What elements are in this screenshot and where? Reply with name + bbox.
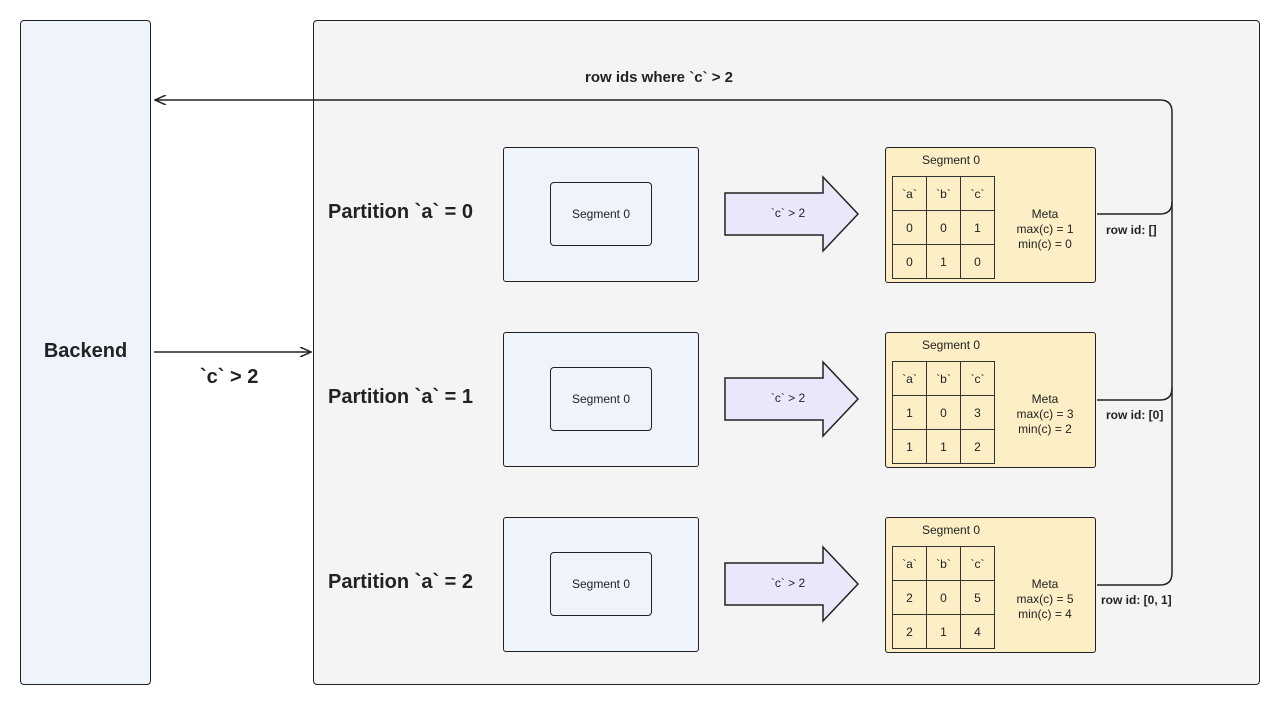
partition-segment-label: Segment 0 xyxy=(571,392,631,406)
table-cell: 1 xyxy=(892,395,927,430)
meta-min: min(c) = 2 xyxy=(1018,422,1072,436)
table-cell: 2 xyxy=(960,429,995,464)
meta-text: Meta max(c) = 3 min(c) = 2 xyxy=(1006,392,1084,437)
table-cell: 1 xyxy=(960,210,995,245)
table-cell: 4 xyxy=(960,614,995,649)
table-header-cell: `b` xyxy=(926,546,961,581)
table-header-cell: `b` xyxy=(926,361,961,396)
row-ids-label: row id: [0, 1] xyxy=(1101,593,1172,607)
segment-title: Segment 0 xyxy=(922,153,981,167)
partition-segment-box: Segment 0 xyxy=(550,367,652,431)
table-header-cell: `a` xyxy=(892,546,927,581)
meta-title: Meta xyxy=(1031,577,1059,591)
table-cell: 1 xyxy=(926,614,961,649)
partition-segment-label: Segment 0 xyxy=(571,577,631,591)
table-header-cell: `b` xyxy=(926,176,961,211)
partition-label: Partition `a` = 2 xyxy=(328,571,474,593)
meta-max: max(c) = 5 xyxy=(1016,592,1074,606)
table-cell: 0 xyxy=(926,580,961,615)
table-header-cell: `a` xyxy=(892,176,927,211)
table-header-cell: `c` xyxy=(960,176,995,211)
table-header-cell: `c` xyxy=(960,546,995,581)
table-cell: 5 xyxy=(960,580,995,615)
collector-line-0 xyxy=(1097,201,1173,215)
table-cell: 2 xyxy=(892,614,927,649)
partition-segment-label: Segment 0 xyxy=(571,207,631,221)
filter-arrow-icon xyxy=(724,360,860,438)
meta-text: Meta max(c) = 1 min(c) = 0 xyxy=(1006,207,1084,252)
segment-title: Segment 0 xyxy=(922,523,981,537)
response-arrow xyxy=(155,100,1173,400)
table-header-row: `a``b``c` xyxy=(892,546,995,581)
table-cell: 0 xyxy=(892,244,927,279)
table-cell: 0 xyxy=(960,244,995,279)
table-cell: 1 xyxy=(926,244,961,279)
meta-title: Meta xyxy=(1031,207,1059,221)
meta-title: Meta xyxy=(1031,392,1059,406)
meta-min: min(c) = 4 xyxy=(1018,607,1072,621)
table-header-cell: `c` xyxy=(960,361,995,396)
request-label: `c` > 2 xyxy=(200,366,259,388)
partition-segment-box: Segment 0 xyxy=(550,182,652,246)
response-label: row ids where `c` > 2 xyxy=(585,69,733,86)
row-ids-label: row id: [0] xyxy=(1106,408,1164,422)
table-cell: 0 xyxy=(926,395,961,430)
collector-line-2 xyxy=(1097,400,1173,586)
meta-max: max(c) = 3 xyxy=(1016,407,1074,421)
table-header-row: `a``b``c` xyxy=(892,361,995,396)
table-cell: 3 xyxy=(960,395,995,430)
filter-label: `c` > 2 xyxy=(770,206,806,220)
filter-label: `c` > 2 xyxy=(770,576,806,590)
backend-label: Backend xyxy=(43,340,128,362)
meta-max: max(c) = 1 xyxy=(1016,222,1074,236)
segment-title: Segment 0 xyxy=(922,338,981,352)
filter-arrow-icon xyxy=(724,175,860,253)
table-cell: 0 xyxy=(926,210,961,245)
backend-panel xyxy=(20,20,151,685)
meta-min: min(c) = 0 xyxy=(1018,237,1072,251)
table-header-cell: `a` xyxy=(892,361,927,396)
collector-line-1 xyxy=(1097,387,1173,401)
partition-segment-box: Segment 0 xyxy=(550,552,652,616)
table-header-row: `a``b``c` xyxy=(892,176,995,211)
table-cell: 2 xyxy=(892,580,927,615)
table-cell: 1 xyxy=(926,429,961,464)
filter-arrow-icon xyxy=(724,545,860,623)
row-ids-label: row id: [] xyxy=(1106,223,1157,237)
table-cell: 1 xyxy=(892,429,927,464)
table-cell: 0 xyxy=(892,210,927,245)
filter-label: `c` > 2 xyxy=(770,391,806,405)
partition-label: Partition `a` = 0 xyxy=(328,201,474,223)
meta-text: Meta max(c) = 5 min(c) = 4 xyxy=(1006,577,1084,622)
partition-label: Partition `a` = 1 xyxy=(328,386,474,408)
